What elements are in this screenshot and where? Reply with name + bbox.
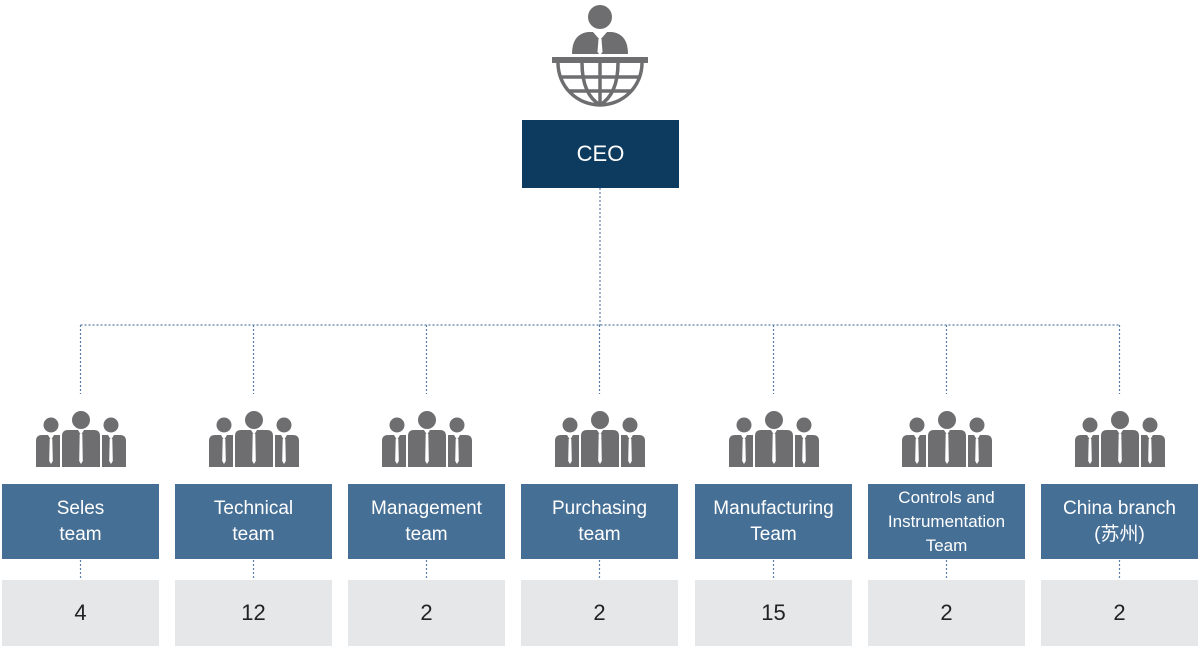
team-count: 12 xyxy=(241,600,266,625)
team-count: 2 xyxy=(420,600,433,625)
ceo-label: CEO xyxy=(576,141,625,166)
team-box: Seles team xyxy=(2,484,159,559)
team-name-line: Team xyxy=(750,523,797,545)
team-count: 2 xyxy=(1113,600,1126,625)
team-icon-wrapper xyxy=(1070,411,1170,467)
ceo-at-globe-podium-icon xyxy=(552,5,648,107)
team-count: 2 xyxy=(593,600,606,625)
team-count-box: 2 xyxy=(348,580,505,646)
team-name-line: Team xyxy=(925,535,968,555)
team-group-icon xyxy=(381,411,472,467)
team-group-icon xyxy=(208,411,299,467)
team-name-line: Management xyxy=(371,497,482,519)
team-name-line: Technical xyxy=(213,497,294,519)
team-group-icon xyxy=(35,411,126,467)
team-icon-wrapper xyxy=(724,411,824,467)
team-icon-wrapper xyxy=(550,411,650,467)
team-count: 15 xyxy=(761,600,786,625)
team-count: 4 xyxy=(74,600,87,625)
team-group-icon xyxy=(1074,411,1165,467)
team-name-line: Manufacturing xyxy=(713,497,834,519)
team-name-line: team xyxy=(405,523,448,545)
team-count-box: 2 xyxy=(868,580,1025,646)
team-group-icon xyxy=(901,411,992,467)
team-box: Technical team xyxy=(175,484,332,559)
team-name-line: Purchasing xyxy=(551,497,648,519)
team-name-line: Seles xyxy=(56,497,105,519)
team-name-line: (苏州) xyxy=(1094,523,1145,545)
team-name-line: China branch xyxy=(1062,497,1177,519)
team-box: Management team xyxy=(348,484,505,559)
team-box: Purchasing team xyxy=(521,484,678,559)
team-name-line: Controls and xyxy=(898,487,995,507)
team-count-box: 12 xyxy=(175,580,332,646)
team-count-box: 15 xyxy=(695,580,852,646)
team-group-icon xyxy=(554,411,645,467)
team-icon-wrapper xyxy=(31,411,131,467)
team-icon-wrapper xyxy=(377,411,477,467)
team-count-box: 2 xyxy=(1041,580,1198,646)
team-group-icon xyxy=(728,411,819,467)
team-name-line: team xyxy=(578,523,621,545)
team-name-line: team xyxy=(59,523,102,545)
team-name-line: team xyxy=(232,523,275,545)
team-icon-wrapper xyxy=(897,411,997,467)
team-box: China branch (苏州) xyxy=(1041,484,1198,559)
team-count-box: 4 xyxy=(2,580,159,646)
team-name-line: Instrumentation xyxy=(887,511,1006,531)
team-count: 2 xyxy=(940,600,953,625)
team-count-box: 2 xyxy=(521,580,678,646)
team-icon-wrapper xyxy=(204,411,304,467)
ceo-box: CEO xyxy=(522,120,679,188)
